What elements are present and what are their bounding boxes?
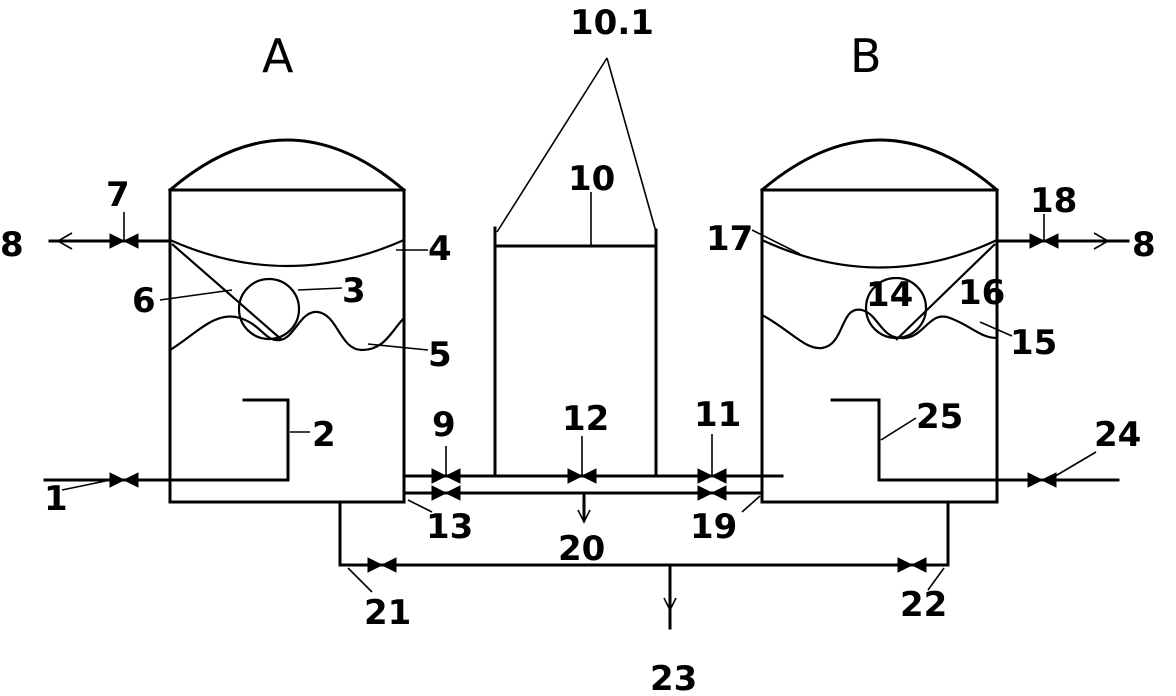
- valve-24-icon[interactable]: [1027, 472, 1057, 488]
- label-6: 6: [132, 281, 156, 321]
- leader-10-1-left: [496, 57, 608, 233]
- label-17: 17: [706, 219, 753, 259]
- leader-24: [1051, 451, 1097, 479]
- arrow-8-right: [1093, 232, 1110, 250]
- arrow-20: [577, 509, 591, 524]
- label-21: 21: [364, 593, 411, 633]
- label-10-1: 10.1: [570, 3, 654, 43]
- tank-a-body: [168, 188, 406, 504]
- label-10: 10: [568, 159, 615, 199]
- leader-5: [367, 343, 429, 351]
- label-13: 13: [426, 507, 473, 547]
- label-2: 2: [312, 415, 336, 455]
- valve-21-icon[interactable]: [367, 557, 397, 573]
- float-ball-14: [864, 276, 928, 340]
- cable-16: [895, 243, 996, 341]
- leader-17: [751, 229, 801, 255]
- label-22: 22: [900, 585, 947, 625]
- valve-22-icon[interactable]: [897, 557, 927, 573]
- label-19: 19: [690, 507, 737, 547]
- label-24: 24: [1094, 415, 1141, 455]
- tank-a-dome: [167, 138, 407, 193]
- label-9: 9: [432, 405, 456, 445]
- membrane-17: [761, 239, 998, 269]
- arrow-8-left: [56, 232, 73, 250]
- wavy-plate-15: [761, 308, 998, 350]
- label-7: 7: [106, 175, 130, 215]
- label-14: 14: [866, 275, 913, 315]
- label-25: 25: [916, 397, 963, 437]
- leader-15: [979, 321, 1013, 337]
- leader-25: [880, 417, 917, 441]
- tank-b-label: B: [850, 29, 882, 83]
- wavy-plate-5: [169, 310, 405, 352]
- arrow-23: [663, 597, 677, 612]
- label-8-left: 8: [0, 225, 24, 265]
- leader-6: [159, 289, 233, 301]
- label-18: 18: [1030, 181, 1077, 221]
- cable-6: [171, 243, 283, 341]
- leader-22: [927, 567, 945, 591]
- label-3: 3: [342, 271, 366, 311]
- label-5: 5: [428, 335, 452, 375]
- float-ball-3: [237, 277, 301, 341]
- membrane-4: [169, 238, 405, 268]
- label-23: 23: [650, 659, 697, 696]
- label-15: 15: [1010, 323, 1057, 363]
- tank-a-label: A: [262, 29, 294, 83]
- tank-b-dome: [759, 138, 1000, 193]
- tank-b-body: [760, 188, 999, 504]
- valve-13-icon[interactable]: [431, 485, 461, 501]
- valve-group: [109, 233, 1059, 573]
- leader-1: [61, 477, 121, 491]
- label-8-right: 8: [1132, 225, 1156, 265]
- label-11: 11: [694, 395, 741, 435]
- leader-3: [297, 287, 343, 291]
- tank-a: [43, 138, 407, 504]
- label-16: 16: [958, 273, 1005, 313]
- label-20: 20: [558, 529, 605, 569]
- label-4: 4: [428, 229, 452, 269]
- leader-21: [347, 567, 373, 593]
- leader-19: [741, 495, 761, 513]
- middle-vessel-10: [493, 57, 658, 476]
- leader-13: [407, 499, 433, 513]
- label-12: 12: [562, 399, 609, 439]
- valve-19-icon[interactable]: [697, 485, 727, 501]
- leader-10-1-right: [606, 57, 657, 233]
- label-1: 1: [44, 479, 68, 519]
- tank-b: [759, 138, 1120, 504]
